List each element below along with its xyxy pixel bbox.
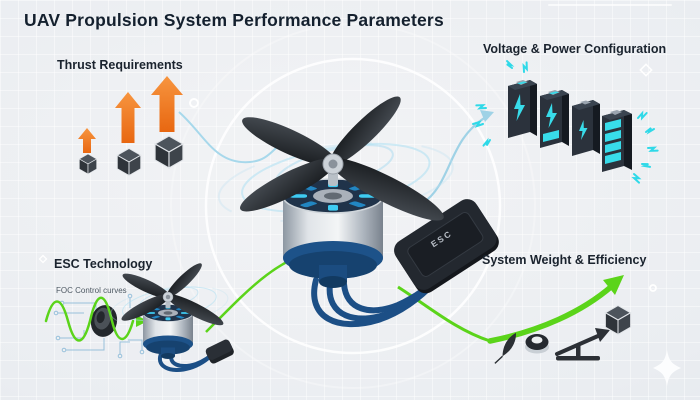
battery-icon xyxy=(540,90,569,148)
lightning-icon xyxy=(546,103,557,128)
bearing-ring-icon xyxy=(525,334,549,354)
foc-circuit-graphic xyxy=(44,293,148,359)
battery-bank-graphic xyxy=(472,60,659,184)
efficiency-arrow xyxy=(487,283,615,344)
battery-icon xyxy=(602,110,632,172)
charge-bar xyxy=(605,152,621,164)
sine-wave-icon xyxy=(44,296,135,342)
up-arrow-icon xyxy=(115,92,141,143)
lightning-icon xyxy=(514,94,525,121)
arrowhead-icon xyxy=(480,110,494,122)
battery-icon xyxy=(572,100,600,156)
weight-section-label: System Weight & Efficiency xyxy=(482,253,647,267)
flow-curve-weight xyxy=(397,285,491,343)
esc-section-label: ESC Technology xyxy=(54,257,153,271)
up-arrow-icon xyxy=(151,76,183,132)
lightning-icon xyxy=(579,120,588,140)
charge-bar xyxy=(605,119,621,131)
charge-bar xyxy=(605,141,621,153)
thrust-section-label: Thrust Requirements xyxy=(57,58,183,72)
dot-decor xyxy=(649,284,657,292)
circle-ring-decor xyxy=(204,57,502,355)
arrowhead-icon xyxy=(595,328,610,342)
charge-bar xyxy=(543,130,559,142)
weight-efficiency-graphic xyxy=(487,275,632,364)
voltage-section-label: Voltage & Power Configuration xyxy=(483,42,667,56)
dot-decor xyxy=(189,98,199,108)
link-curve-thrust xyxy=(178,111,277,164)
arrowhead-icon xyxy=(603,275,624,295)
diamond-decor xyxy=(38,254,48,264)
connector-plug-icon xyxy=(205,339,234,364)
charge-bar xyxy=(605,130,621,142)
small-motor xyxy=(107,259,231,360)
battery-icon xyxy=(508,80,537,138)
balance-lever-icon xyxy=(555,328,610,361)
diamond-decor xyxy=(639,63,653,77)
feather-icon xyxy=(494,332,517,364)
foc-sublabel: FOC Control curves xyxy=(56,286,127,295)
thrust-graphic xyxy=(78,76,184,176)
page-title: UAV Propulsion System Performance Parame… xyxy=(24,10,444,30)
circle-ring-decor xyxy=(170,23,536,389)
esc-module: ESC xyxy=(394,199,499,294)
line-decor xyxy=(548,4,672,6)
spark-icons xyxy=(472,60,659,184)
up-arrow-icon xyxy=(78,128,96,153)
sparkle-icon xyxy=(653,350,681,386)
